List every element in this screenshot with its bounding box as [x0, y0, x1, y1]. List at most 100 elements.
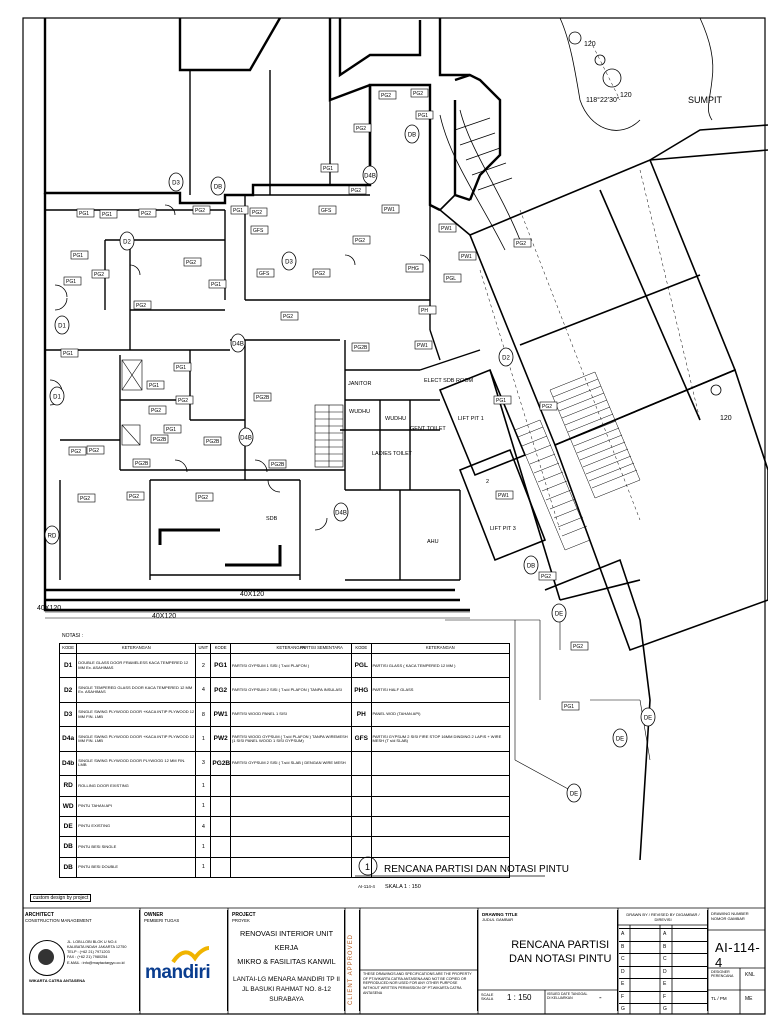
- legend-door-desc: SINGLE TEMPERED GLASS DOOR KACA TEMPERED…: [76, 677, 197, 703]
- legend-partition-desc: PARTISI GYPSUM 2 SISI ( T.s/d PLAFON ) T…: [229, 677, 353, 703]
- partition-tag-label: PG1: [211, 282, 221, 288]
- architect-block: ARCHITECT CONSTRUCTION MANAGEMENT JL. LO…: [25, 910, 140, 1011]
- legend-empty-cell: [229, 815, 353, 838]
- door-marker-label: D3: [285, 260, 293, 266]
- revision-marker: C: [663, 956, 667, 962]
- partition-tag-label: PG1: [233, 208, 243, 214]
- legend-door-desc: ROLLING DOOR EXISTING: [76, 775, 197, 797]
- room-label-liftpit-3: LIFT PIT 3: [490, 526, 516, 532]
- door-marker-label: D4B: [335, 511, 347, 517]
- issued-label: ISSUED DATE TANGGAL DI KELUARKAN: [547, 992, 588, 1000]
- partition-tag: PG2B: [203, 436, 222, 446]
- legend-empty-cell: [210, 815, 231, 838]
- door-marker: DB: [404, 124, 420, 144]
- partition-tag-label: PG1: [63, 351, 73, 357]
- partition-tag-label: PG2: [356, 126, 366, 132]
- legend-door-unit: 1: [195, 836, 212, 858]
- callout-scale: SKALA 1 : 150: [385, 884, 421, 890]
- legend-empty-cell: [210, 856, 231, 879]
- legend-empty-cell: [370, 795, 510, 817]
- door-marker: DE: [640, 707, 656, 727]
- legend-empty-cell: [370, 750, 510, 777]
- partition-tag-label: PG2: [283, 314, 293, 320]
- revision-marker: B: [663, 943, 667, 950]
- client-approved-label: CLIENT APPROVED: [348, 934, 354, 1005]
- legend-header-keterangan-3: KETERANGAN: [370, 643, 510, 654]
- scale-value: 1 : 150: [507, 993, 532, 1002]
- partition-tag-label: PG2: [80, 496, 90, 502]
- legend-header-kode-1: KODE: [58, 643, 78, 654]
- door-marker: D3: [168, 172, 184, 192]
- room-label-ahu: AHU: [427, 539, 439, 545]
- door-marker-label: D1: [53, 395, 61, 401]
- partition-tag: PGL: [443, 273, 462, 283]
- door-marker-label: DB: [527, 564, 535, 570]
- fax-line: FAX : (+62 21) 7980254: [67, 955, 108, 960]
- partition-tag: PG2B: [253, 392, 272, 402]
- partition-tag-label: PW1: [384, 207, 395, 213]
- partition-tag: PG1: [146, 380, 165, 390]
- door-marker: DE: [566, 783, 582, 803]
- room-label-liftpit-1: LIFT PIT 1: [458, 416, 484, 422]
- partition-tag-label: PW1: [498, 493, 509, 499]
- legend-empty-cell: [351, 836, 372, 858]
- partition-tag: PG1: [230, 205, 249, 215]
- partition-tag: PG1: [76, 208, 95, 218]
- partition-tag: PW1: [495, 490, 514, 500]
- door-marker: D1: [49, 386, 65, 406]
- legend-partition-code: PW2: [210, 726, 231, 752]
- legend-door-code: WD: [58, 795, 78, 817]
- partition-tag: PG2: [352, 235, 371, 245]
- partition-tag-label: PG2: [355, 238, 365, 244]
- partition-tag-label: PG1: [418, 113, 428, 119]
- tl-value: ME: [745, 996, 753, 1002]
- partition-tag-label: PW1: [417, 343, 428, 349]
- custom-design-note: custom design by project: [30, 894, 92, 902]
- legend-header-keterangan-1: KETERANGAN: [76, 643, 197, 654]
- legend-empty-cell: [370, 815, 510, 838]
- partition-tag: PG2: [249, 207, 268, 217]
- door-marker-label: DE: [555, 612, 563, 618]
- partition-tag-label: PG2: [315, 271, 325, 277]
- drawing-number: AI-114-4: [715, 940, 761, 970]
- room-label-ladies: LADIES TOILET: [372, 451, 413, 457]
- firm-name: WIKARTA CATRA ANTASENA: [29, 978, 85, 983]
- partition-tag-label: PG2: [573, 644, 583, 650]
- partition-tag: PG1: [163, 424, 182, 434]
- partition-tag-label: PG2: [89, 448, 99, 454]
- legend-door-unit: 1: [195, 726, 212, 752]
- legend-partition-desc: PARTISI HALF GLASS: [370, 677, 510, 703]
- partition-tag-label: PG2: [198, 495, 208, 501]
- disclaimer-text: THESE DRAWINGS AND SPECIFICATIONS ARE TH…: [363, 972, 472, 995]
- disclaimer-block: THESE DRAWINGS AND SPECIFICATIONS ARE TH…: [361, 910, 478, 1011]
- door-marker-label: DB: [214, 185, 222, 191]
- dim-beam-40x120-b: 40X120: [37, 605, 61, 612]
- legend-empty-cell: [210, 775, 231, 797]
- mandiri-wave-icon: [171, 946, 211, 966]
- legend-partition-code: PW1: [210, 701, 231, 728]
- partition-tag-label: PG2: [381, 93, 391, 99]
- door-marker: D4B: [362, 165, 378, 185]
- door-marker-label: DE: [644, 716, 652, 722]
- partition-tag: PG2: [68, 446, 87, 456]
- room-label-liftpit-2: 2: [486, 479, 489, 485]
- project-line-4: JL BASUKI RAHMAT NO. 8-12 SURABAYA: [241, 985, 332, 1004]
- partition-tag: PG2: [570, 641, 589, 651]
- drawing-number-block: DRAWING NUMBER NOMOR GAMBAR AI-114-4 DES…: [709, 910, 765, 1011]
- partition-tag-label: PG1: [176, 365, 186, 371]
- partition-tag-label: PG2B: [256, 395, 270, 401]
- partition-tag: PG2: [513, 238, 532, 248]
- legend-door-code: DB: [58, 856, 78, 879]
- legend-partition-desc: PANEL WOD (TAHAN API): [370, 701, 510, 728]
- telp-line: TELP : (+62 21) 7971203: [67, 950, 110, 955]
- legend-door-desc: SINGLE SWING PLYWOOD DOOR +KACA INTIP PL…: [76, 701, 197, 728]
- client-approved-strip: CLIENT APPROVED: [346, 910, 360, 1011]
